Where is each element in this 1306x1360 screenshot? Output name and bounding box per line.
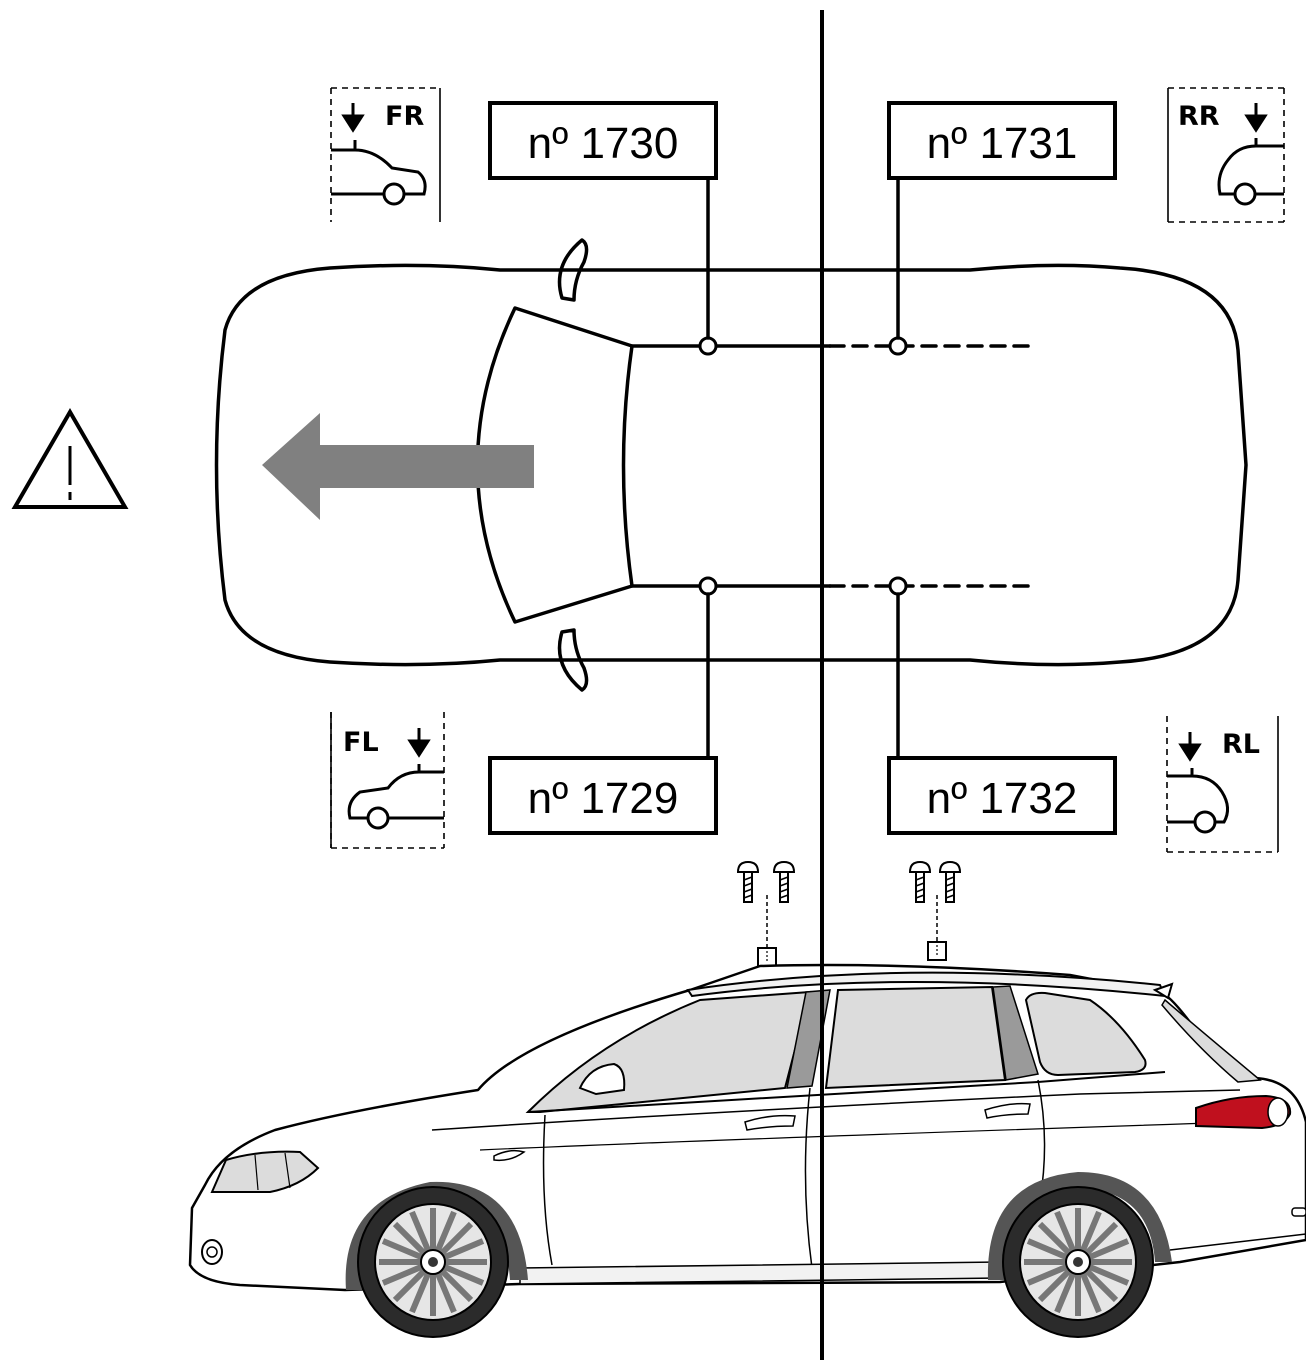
position-label-rl: RL bbox=[1222, 729, 1260, 760]
screw-icon bbox=[938, 860, 962, 903]
part-box-rear-left: nº 1732 bbox=[887, 756, 1117, 835]
down-arrow-icon bbox=[1244, 103, 1268, 133]
direction-arrow-icon bbox=[262, 413, 534, 520]
position-label-fr: FR bbox=[385, 101, 424, 132]
screw-icon bbox=[772, 860, 796, 903]
mount-point-front-left bbox=[698, 576, 718, 596]
warning-triangle-icon bbox=[11, 408, 129, 509]
car-side-view bbox=[188, 963, 1306, 1338]
mount-point-rear-right bbox=[888, 336, 908, 356]
part-number-front-left: nº 1729 bbox=[528, 774, 679, 823]
position-icon-front-left: FL bbox=[330, 712, 445, 849]
position-label-rr: RR bbox=[1178, 101, 1220, 132]
screw-icon bbox=[908, 860, 932, 903]
part-number-rear-right: nº 1731 bbox=[927, 119, 1078, 168]
part-number-rear-left: nº 1732 bbox=[927, 774, 1078, 823]
down-arrow-icon bbox=[1178, 732, 1202, 762]
position-icon-rear-left: RL bbox=[1166, 716, 1279, 853]
front-wheel bbox=[357, 1186, 509, 1338]
position-label-fl: FL bbox=[343, 727, 379, 758]
part-box-front-right: nº 1730 bbox=[488, 101, 718, 180]
position-icon-rear-right: RR bbox=[1167, 87, 1285, 223]
mount-point-rear-left bbox=[888, 576, 908, 596]
rear-wheel bbox=[1002, 1186, 1154, 1338]
screw-group-rear bbox=[908, 860, 962, 961]
screw-group-front bbox=[736, 860, 796, 967]
position-icon-front-right: FR bbox=[330, 87, 441, 222]
down-arrow-icon bbox=[341, 103, 365, 133]
part-box-front-left: nº 1729 bbox=[488, 756, 718, 835]
car-top-view bbox=[214, 176, 1248, 760]
mount-point-front-right bbox=[698, 336, 718, 356]
screw-icon bbox=[736, 860, 760, 903]
part-number-front-right: nº 1730 bbox=[528, 119, 679, 168]
down-arrow-icon bbox=[407, 728, 431, 758]
part-box-rear-right: nº 1731 bbox=[887, 101, 1117, 180]
